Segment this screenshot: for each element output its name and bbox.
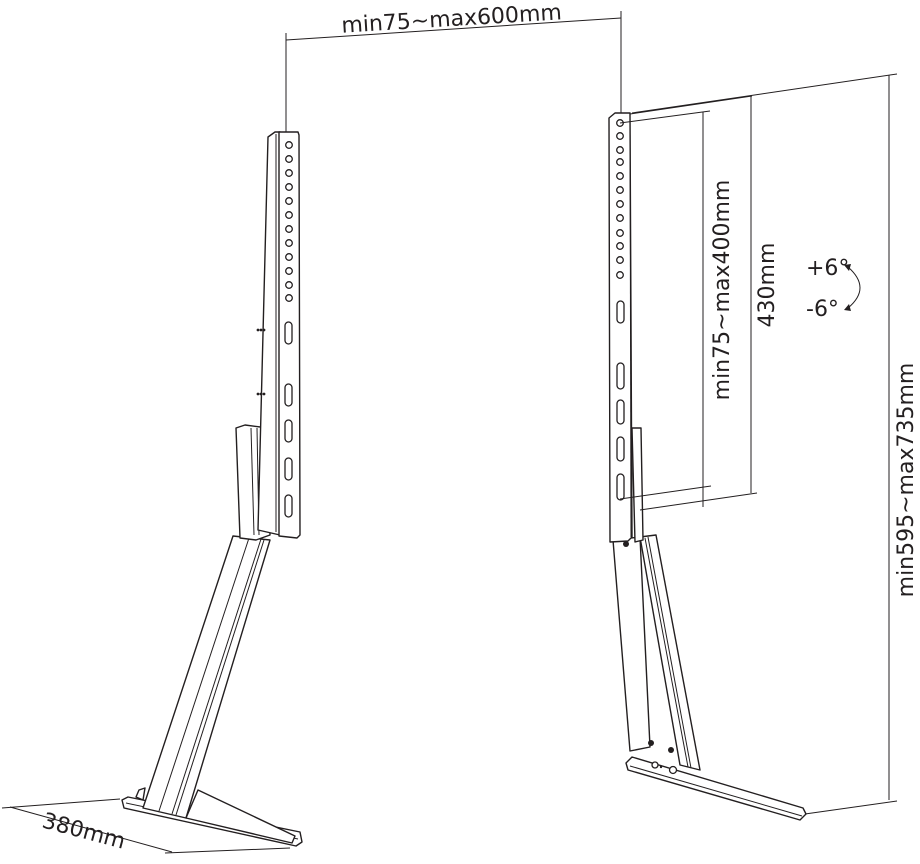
bracket-height-label: 430mm — [755, 243, 780, 328]
left-stand — [121, 131, 303, 847]
base-depth-label: 380mm — [39, 809, 127, 855]
bracket-spacing-dimension: min75~max600mm — [285, 0, 622, 134]
tilt-down-label: -6° — [806, 297, 839, 322]
bracket-spacing-label: min75~max600mm — [341, 0, 563, 38]
total-height-dimension: min595~max735mm — [631, 73, 919, 815]
right-vesa-bracket — [608, 112, 633, 543]
bracket-height-dimension: 430mm — [629, 95, 780, 511]
tilt-up-label: +6° — [806, 256, 849, 281]
vesa-vertical-label: min75~max400mm — [710, 180, 735, 401]
right-bracket-holes — [616, 119, 624, 279]
left-leg — [142, 535, 271, 819]
tilt-indicator: +6° -6° — [806, 256, 861, 322]
total-height-label: min595~max735mm — [894, 363, 919, 598]
left-bracket-holes — [285, 141, 293, 302]
tilt-arrow-icon — [847, 266, 861, 309]
vesa-vertical-dimension: min75~max400mm — [619, 110, 735, 507]
right-leg — [612, 536, 651, 752]
right-stand — [608, 112, 807, 821]
